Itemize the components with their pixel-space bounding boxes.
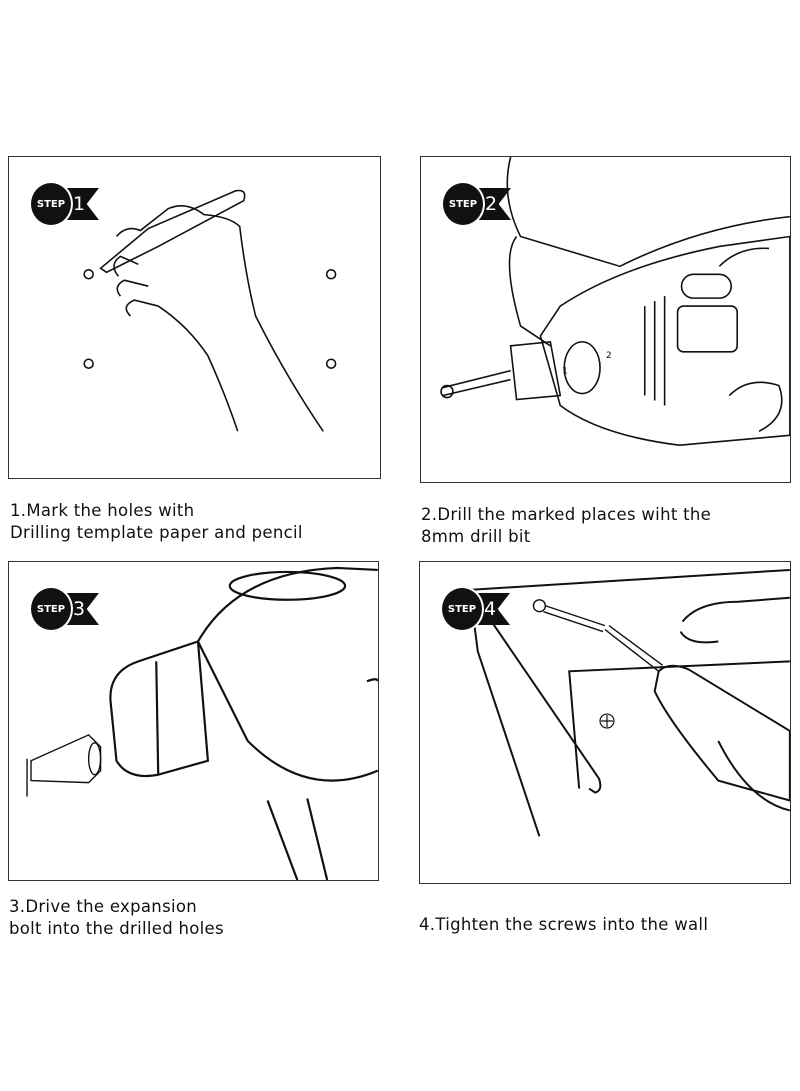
step-number: 4	[484, 598, 497, 620]
step-word: STEP	[448, 198, 478, 210]
step-4-caption: 4.Tighten the screws into the wall	[419, 914, 708, 936]
screwdriver-illustration	[468, 568, 790, 837]
step-number: 1	[73, 193, 86, 215]
step-word: STEP	[447, 603, 477, 615]
drill-illustration: 2 1	[440, 157, 790, 447]
step-4-panel: STEP 4	[419, 561, 791, 884]
step-badge: STEP 2	[441, 181, 511, 227]
caption-line: 8mm drill bit	[421, 527, 531, 546]
step-1-panel: STEP 1	[8, 156, 381, 479]
hand-marking-holes-illustration	[83, 189, 337, 432]
caption-line: 2.Drill the marked places wiht the	[421, 505, 712, 524]
step-word: STEP	[36, 603, 66, 615]
step-number: 2	[485, 193, 498, 215]
caption-line: 1.Mark the holes with	[10, 501, 195, 520]
caption-line: 3.Drive the expansion	[9, 897, 198, 916]
caption-line: 4.Tighten the screws into the wall	[419, 915, 709, 934]
marked-hole	[325, 269, 337, 280]
badge-circle: STEP	[29, 181, 73, 227]
step-3-caption: 3.Drive the expansion bolt into the dril…	[9, 896, 224, 940]
marked-hole	[83, 358, 94, 369]
step-badge: STEP 4	[440, 586, 510, 632]
dial-label: 1	[562, 367, 568, 377]
dial-label: 2	[606, 351, 612, 361]
badge-circle: STEP	[440, 586, 484, 632]
step-3-panel: STEP 3	[8, 561, 379, 881]
caption-line: Drilling template paper and pencil	[10, 523, 303, 542]
step-1-caption: 1.Mark the holes with Drilling template …	[10, 500, 303, 544]
step-word: STEP	[36, 198, 66, 210]
hammer-illustration	[26, 566, 378, 880]
step-badge: STEP 1	[29, 181, 99, 227]
badge-circle: STEP	[29, 586, 73, 632]
step-2-panel: 2 1 STEP 2	[420, 156, 791, 483]
step-badge: STEP 3	[29, 586, 99, 632]
badge-circle: STEP	[441, 181, 485, 227]
step-2-caption: 2.Drill the marked places wiht the 8mm d…	[421, 504, 711, 548]
marked-hole	[83, 269, 94, 280]
step-number: 3	[73, 598, 86, 620]
marked-hole	[325, 358, 337, 369]
caption-line: bolt into the drilled holes	[9, 919, 224, 938]
